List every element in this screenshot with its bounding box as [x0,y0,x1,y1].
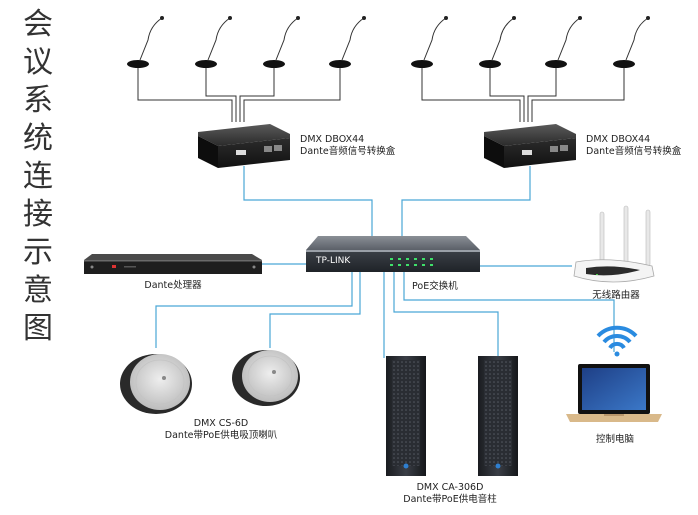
column-speaker-icon [386,356,426,476]
dbox-right-label: DMX DBOX44 Dante音频信号转换盒 [586,134,681,158]
title-char: 示 [23,235,53,270]
mic-wires-left [137,68,341,122]
computer-label: 控制电脑 [595,434,634,445]
microphone-icon [545,16,582,68]
column-speaker-label: DMX CA-306D Dante带PoE供电音柱 [380,482,520,506]
microphone-icon [127,16,164,68]
dbox-right-desc: Dante音频信号转换盒 [586,146,682,157]
wifi-icon [596,325,638,357]
poe-switch-device [306,236,480,272]
dante-processor-device [84,254,262,274]
switch-brand: TP-LINK [316,256,351,266]
ceiling-speaker-label: DMX CS-6D Dante带PoE供电吸顶喇叭 [136,418,306,442]
title-char: 议 [23,45,53,80]
column-speaker-desc: Dante带PoE供电音柱 [403,494,497,505]
ceiling-speaker-model: DMX CS-6D [193,418,249,429]
microphone-icon [263,16,300,68]
microphones-right [411,16,650,122]
dbox-right-model: DMX DBOX44 [586,134,651,145]
microphones-left [127,16,366,122]
switch-label: PoE交换机 [412,281,458,292]
microphone-icon [479,16,516,68]
title-char: 意 [23,273,53,308]
laptop-icon [566,364,662,422]
column-speaker-model: DMX CA-306D [416,482,484,493]
router-label: 无线路由器 [592,290,640,301]
microphone-icon [613,16,650,68]
dbox-left-desc: Dante音频信号转换盒 [300,146,396,157]
diagram-title: 会 议 系 统 连 接 示 意 图 [18,6,58,348]
dbox-left-label: DMX DBOX44 Dante音频信号转换盒 [300,134,395,158]
mic-wires-right [421,68,625,122]
ceiling-speaker-icon [120,354,192,414]
title-char: 图 [23,311,53,346]
ceiling-speaker-icon [232,350,300,406]
title-char: 系 [23,83,53,118]
column-speaker-icon [478,356,518,476]
dbox-left-device [198,124,290,168]
dbox-right-device [484,124,576,168]
microphone-icon [329,16,366,68]
title-char: 统 [23,121,53,156]
title-char: 会 [23,7,53,42]
router-device [573,205,655,283]
title-char: 接 [23,197,53,232]
dbox-left-model: DMX DBOX44 [300,134,365,145]
ceiling-speaker-desc: Dante带PoE供电吸顶喇叭 [164,430,278,441]
processor-label: Dante处理器 [144,280,202,291]
title-char: 连 [23,159,53,194]
microphone-icon [411,16,448,68]
microphone-icon [195,16,232,68]
